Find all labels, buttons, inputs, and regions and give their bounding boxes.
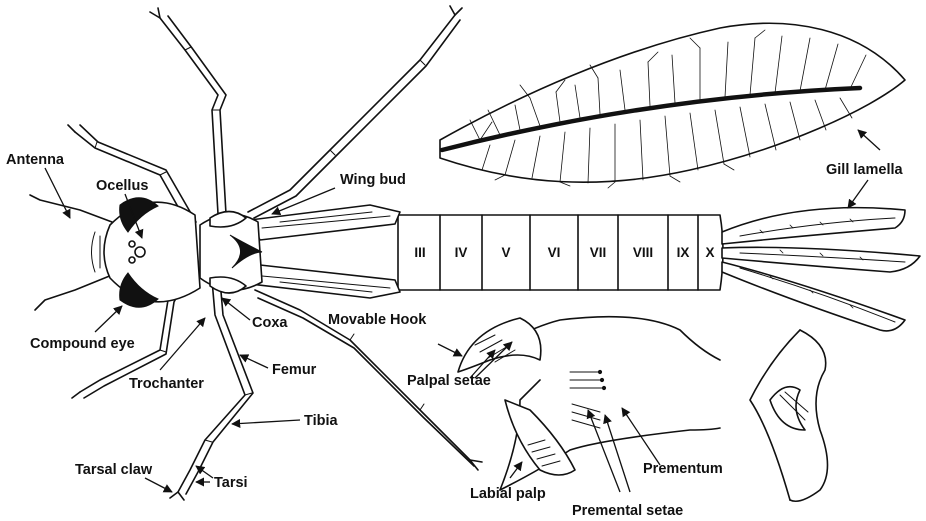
label-palpal-setae: Palpal setae	[407, 373, 491, 389]
segment-label: VI	[548, 245, 561, 260]
label-trochanter: Trochanter	[129, 376, 204, 392]
caudal-gills	[722, 208, 920, 331]
nymph-body	[30, 6, 920, 500]
segment-label: IX	[677, 245, 690, 260]
segment-label: IV	[455, 245, 468, 260]
segment-label: VII	[590, 245, 607, 260]
label-ocellus: Ocellus	[96, 178, 148, 194]
head	[92, 198, 201, 308]
wing-buds	[250, 205, 400, 298]
thorax	[200, 212, 262, 294]
label-gill-lamella: Gill lamella	[826, 162, 903, 178]
segment-label: III	[414, 245, 425, 260]
label-tarsi: Tarsi	[214, 475, 248, 491]
label-labial-palp: Labial palp	[470, 486, 546, 502]
label-tibia: Tibia	[304, 413, 339, 429]
label-prementum: Prementum	[643, 461, 723, 477]
label-movable-hook: Movable Hook	[328, 312, 427, 328]
segment-label: VIII	[633, 245, 653, 260]
label-wing-bud: Wing bud	[340, 172, 406, 188]
segment-label: X	[705, 245, 714, 260]
leader-lines	[45, 130, 880, 492]
label-coxa: Coxa	[252, 315, 288, 331]
label-compound-eye: Compound eye	[30, 336, 135, 352]
abdomen	[398, 215, 723, 290]
segment-label: V	[501, 245, 510, 260]
hook-detail	[750, 330, 828, 501]
label-premental-setae: Premental setae	[572, 503, 683, 519]
label-femur: Femur	[272, 362, 317, 378]
label-tarsal-claw: Tarsal claw	[75, 462, 153, 478]
label-antenna: Antenna	[6, 152, 65, 168]
